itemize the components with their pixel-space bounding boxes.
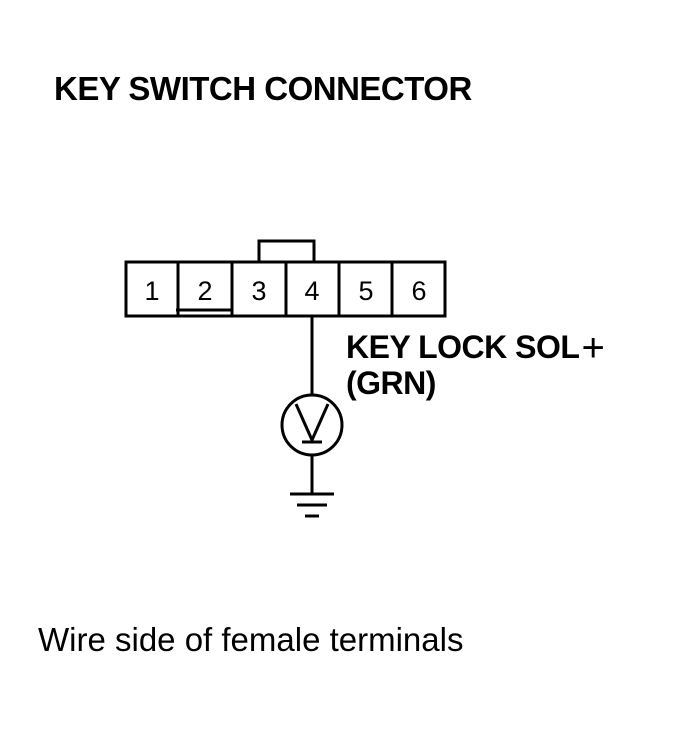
polarity-symbol: + xyxy=(581,326,605,370)
pin-6: 6 xyxy=(411,276,426,306)
ground-icon xyxy=(290,492,334,518)
pin-3: 3 xyxy=(251,276,266,306)
diagram-caption: Wire side of female terminals xyxy=(38,621,464,658)
connector-lock-tab xyxy=(257,239,316,262)
wire-function: KEY LOCK SOL xyxy=(346,329,580,365)
wire-label: KEY LOCK SOL+ (GRN) xyxy=(346,328,605,401)
pin-4: 4 xyxy=(304,276,319,306)
voltmeter-icon xyxy=(280,393,344,457)
diagram-title: KEY SWITCH CONNECTOR xyxy=(54,70,472,107)
wire-function-line: KEY LOCK SOL+ xyxy=(346,328,605,368)
pin-5: 5 xyxy=(358,276,373,306)
pin-1: 1 xyxy=(144,276,159,306)
wire-color: (GRN) xyxy=(346,365,436,401)
pin-2: 2 xyxy=(197,276,212,306)
connector xyxy=(124,239,447,318)
pin-numbers: 1 2 3 4 5 6 xyxy=(144,276,426,306)
